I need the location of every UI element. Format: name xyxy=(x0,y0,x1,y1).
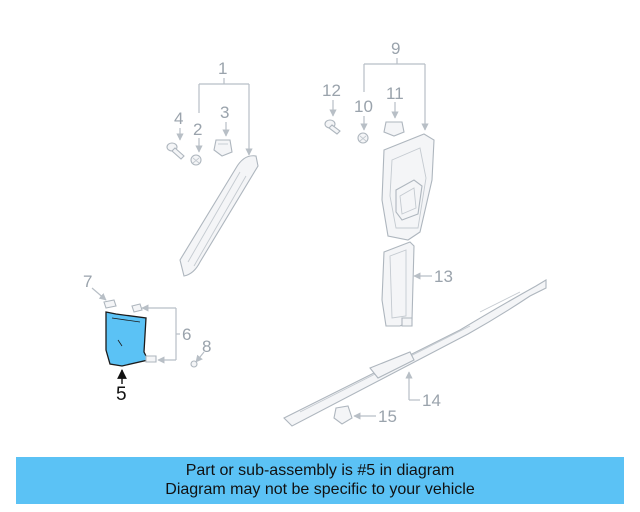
screw-2 xyxy=(190,154,202,166)
pin-8 xyxy=(190,360,198,368)
a-pillar-trim xyxy=(179,155,259,277)
banner-line-2: Diagram may not be specific to your vehi… xyxy=(165,481,475,498)
callout-13: 13 xyxy=(434,267,453,286)
info-banner: Part or sub-assembly is #5 in diagram Di… xyxy=(16,457,624,504)
callout-14: 14 xyxy=(422,391,441,410)
callout-6: 6 xyxy=(182,325,191,344)
callout-15: 15 xyxy=(378,407,397,426)
banner-line-1: Part or sub-assembly is #5 in diagram xyxy=(185,462,455,479)
clip-6a xyxy=(131,303,143,313)
callout-5: 5 xyxy=(116,384,127,405)
b-pillar-lower-trim xyxy=(381,241,415,327)
clip-7 xyxy=(103,299,117,309)
screw-10 xyxy=(357,132,369,144)
callout-10: 10 xyxy=(354,97,373,116)
clip-3 xyxy=(213,139,233,157)
callout-11: 11 xyxy=(386,84,404,103)
callout-9: 9 xyxy=(391,39,400,58)
screw-12 xyxy=(324,119,341,135)
clip-6b xyxy=(145,355,157,363)
callout-1: 1 xyxy=(218,59,227,78)
b-pillar-upper-trim xyxy=(381,133,435,241)
callout-4: 4 xyxy=(174,109,183,128)
clip-11 xyxy=(383,121,405,137)
callout-12: 12 xyxy=(322,81,341,100)
callout-3: 3 xyxy=(220,103,229,122)
callout-8: 8 xyxy=(202,337,211,356)
screw-4 xyxy=(166,142,185,160)
highlighted-part-5 xyxy=(105,311,149,367)
scuff-plate-trim xyxy=(283,279,547,427)
callout-2: 2 xyxy=(193,120,202,139)
clip-15 xyxy=(333,405,353,425)
callout-7: 7 xyxy=(83,272,92,291)
